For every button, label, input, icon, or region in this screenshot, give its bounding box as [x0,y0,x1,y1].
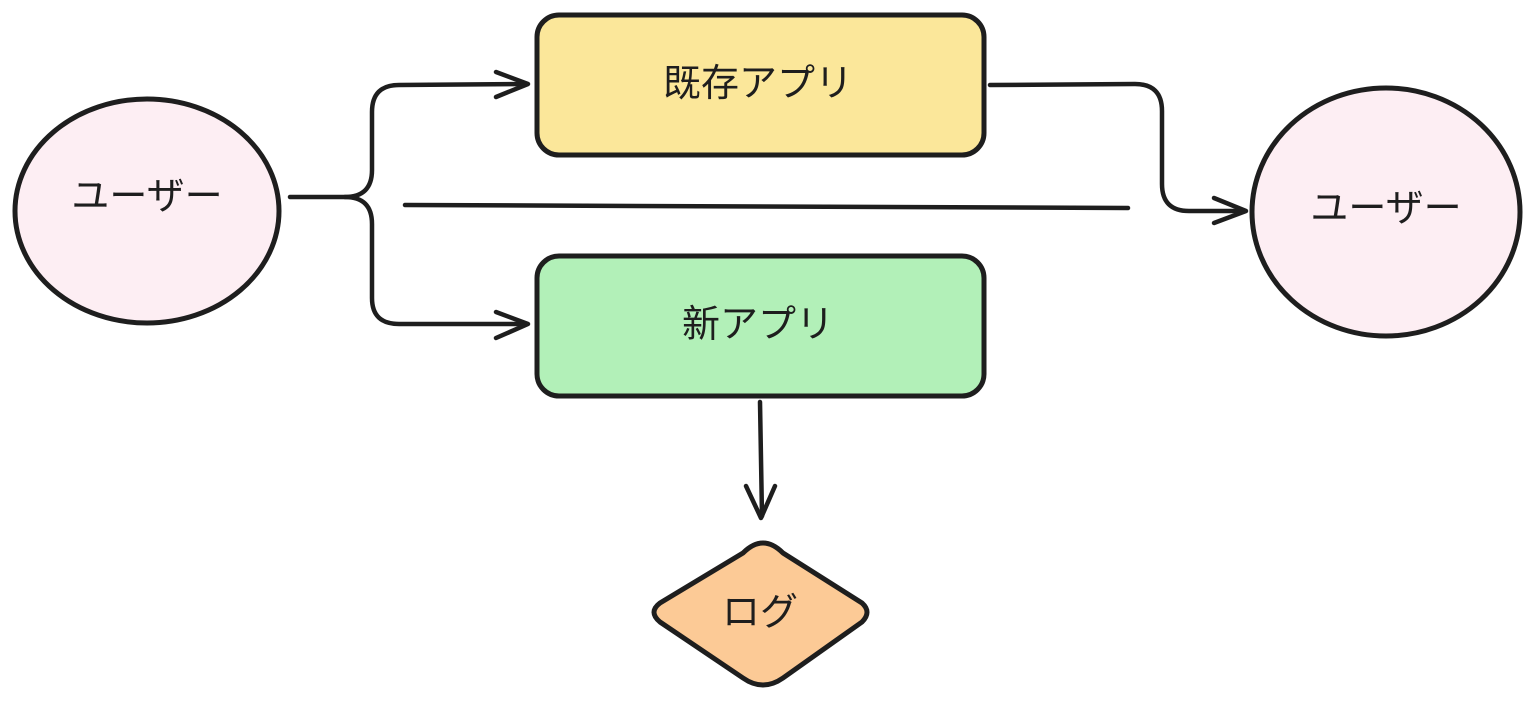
arrowhead-icon [493,69,531,100]
edge-existing-app-to-user [987,81,1249,226]
user-right-label: ユーザー [1310,186,1461,230]
existing-app-box [534,12,987,158]
node-existing-app: 既存アプリ [534,12,987,158]
new-app-label: 新アプリ [682,302,834,346]
log-diamond [651,540,870,688]
user-left-label: ユーザー [71,174,222,218]
new-app-box [534,253,987,399]
edge-user-to-existing-app [287,69,531,200]
divider-line [402,202,1131,211]
node-new-app: 新アプリ [534,253,987,399]
log-label: ログ [722,590,798,634]
node-log: ログ [651,540,870,688]
edge-new-app-to-log [743,399,778,521]
node-user-right: ユーザー [1249,85,1523,339]
edge-user-to-new-app [342,194,531,341]
arrowhead-icon [743,483,778,521]
user-right-circle [1249,85,1523,339]
existing-app-label: 既存アプリ [663,61,853,105]
arrowhead-icon [1211,195,1249,226]
node-user-left: ユーザー [12,96,282,326]
arrowhead-icon [493,309,531,341]
user-left-circle [12,96,282,326]
